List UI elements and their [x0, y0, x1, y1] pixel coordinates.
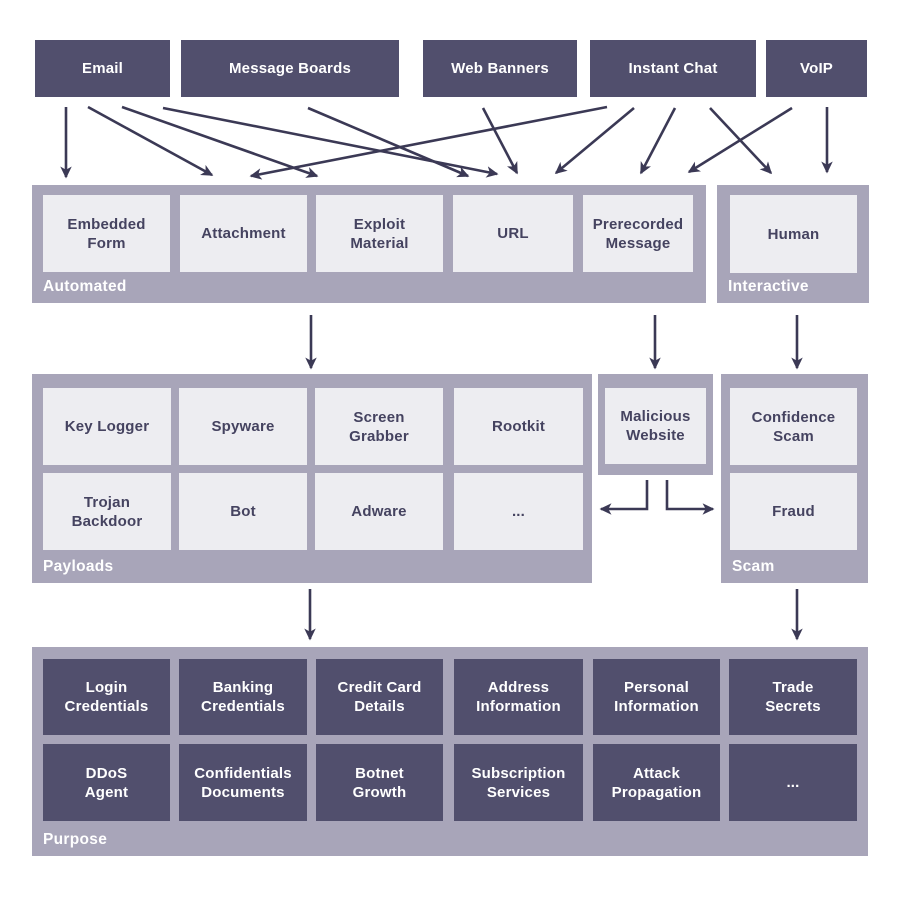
node-ddos-agent: DDoS Agent — [43, 744, 170, 821]
node-trade-secrets: Trade Secrets — [729, 659, 857, 735]
node-address-information: Address Information — [454, 659, 583, 735]
node-bot: Bot — [179, 473, 307, 550]
node-payloads-more: ... — [454, 473, 583, 550]
arrow-malicious-website-to-payloads — [599, 480, 649, 515]
arrow-email-to-attachment — [87, 105, 214, 177]
arrow-instant-chat-to-human — [709, 107, 773, 175]
node-screen-grabber: Screen Grabber — [315, 388, 443, 465]
node-confidence-scam: Confidence Scam — [730, 388, 857, 465]
arrow-instant-chat-to-url — [554, 107, 635, 174]
node-url: URL — [453, 195, 573, 272]
node-malicious-website: Malicious Website — [605, 388, 706, 464]
group-label-interactive: Interactive — [728, 278, 809, 295]
group-malicious-website: Malicious Website — [598, 374, 713, 475]
node-key-logger: Key Logger — [43, 388, 171, 465]
arrow-instant-chat-to-attachment — [249, 105, 608, 180]
group-payloads: Key Logger Spyware Screen Grabber Rootki… — [32, 374, 592, 583]
node-prerecorded-message: Prerecorded Message — [583, 195, 693, 272]
node-banking-credentials: Banking Credentials — [179, 659, 307, 735]
node-personal-information: Personal Information — [593, 659, 720, 735]
node-botnet-growth: Botnet Growth — [316, 744, 443, 821]
node-embedded-form: Embedded Form — [43, 195, 170, 272]
arrow-email-to-url — [162, 106, 499, 178]
node-attack-propagation: Attack Propagation — [593, 744, 720, 821]
arrow-instant-chat-to-prerecorded-message — [639, 107, 677, 175]
node-exploit-material: Exploit Material — [316, 195, 443, 272]
arrow-web-banners-to-url — [481, 107, 519, 175]
node-subscription-services: Subscription Services — [454, 744, 583, 821]
node-trojan-backdoor: Trojan Backdoor — [43, 473, 171, 550]
channel-message-boards: Message Boards — [181, 40, 399, 97]
node-credit-card-details: Credit Card Details — [316, 659, 443, 735]
group-label-automated: Automated — [43, 278, 127, 295]
arrow-message-boards-to-url — [307, 106, 470, 178]
node-rootkit: Rootkit — [454, 388, 583, 465]
group-label-payloads: Payloads — [43, 558, 114, 575]
node-fraud: Fraud — [730, 473, 857, 550]
group-purpose: Login Credentials Banking Credentials Cr… — [32, 647, 868, 856]
node-attachment: Attachment — [180, 195, 307, 272]
group-label-purpose: Purpose — [43, 831, 108, 848]
channel-voip: VoIP — [766, 40, 867, 97]
arrow-malicious-website-to-scam — [665, 480, 715, 515]
group-label-scam: Scam — [732, 558, 775, 575]
group-interactive: Human Interactive — [717, 185, 869, 303]
arrow-voip-to-prerecorded-message — [687, 106, 793, 174]
arrow-email-to-exploit-material — [121, 105, 319, 178]
node-human: Human — [730, 195, 857, 273]
node-adware: Adware — [315, 473, 443, 550]
channel-email: Email — [35, 40, 170, 97]
channel-instant-chat: Instant Chat — [590, 40, 756, 97]
group-automated: Embedded Form Attachment Exploit Materia… — [32, 185, 706, 303]
node-purpose-more: ... — [729, 744, 857, 821]
channel-web-banners: Web Banners — [423, 40, 577, 97]
node-login-credentials: Login Credentials — [43, 659, 170, 735]
group-scam: Confidence Scam Fraud Scam — [721, 374, 868, 583]
node-confidentials-documents: Confidentials Documents — [179, 744, 307, 821]
node-spyware: Spyware — [179, 388, 307, 465]
